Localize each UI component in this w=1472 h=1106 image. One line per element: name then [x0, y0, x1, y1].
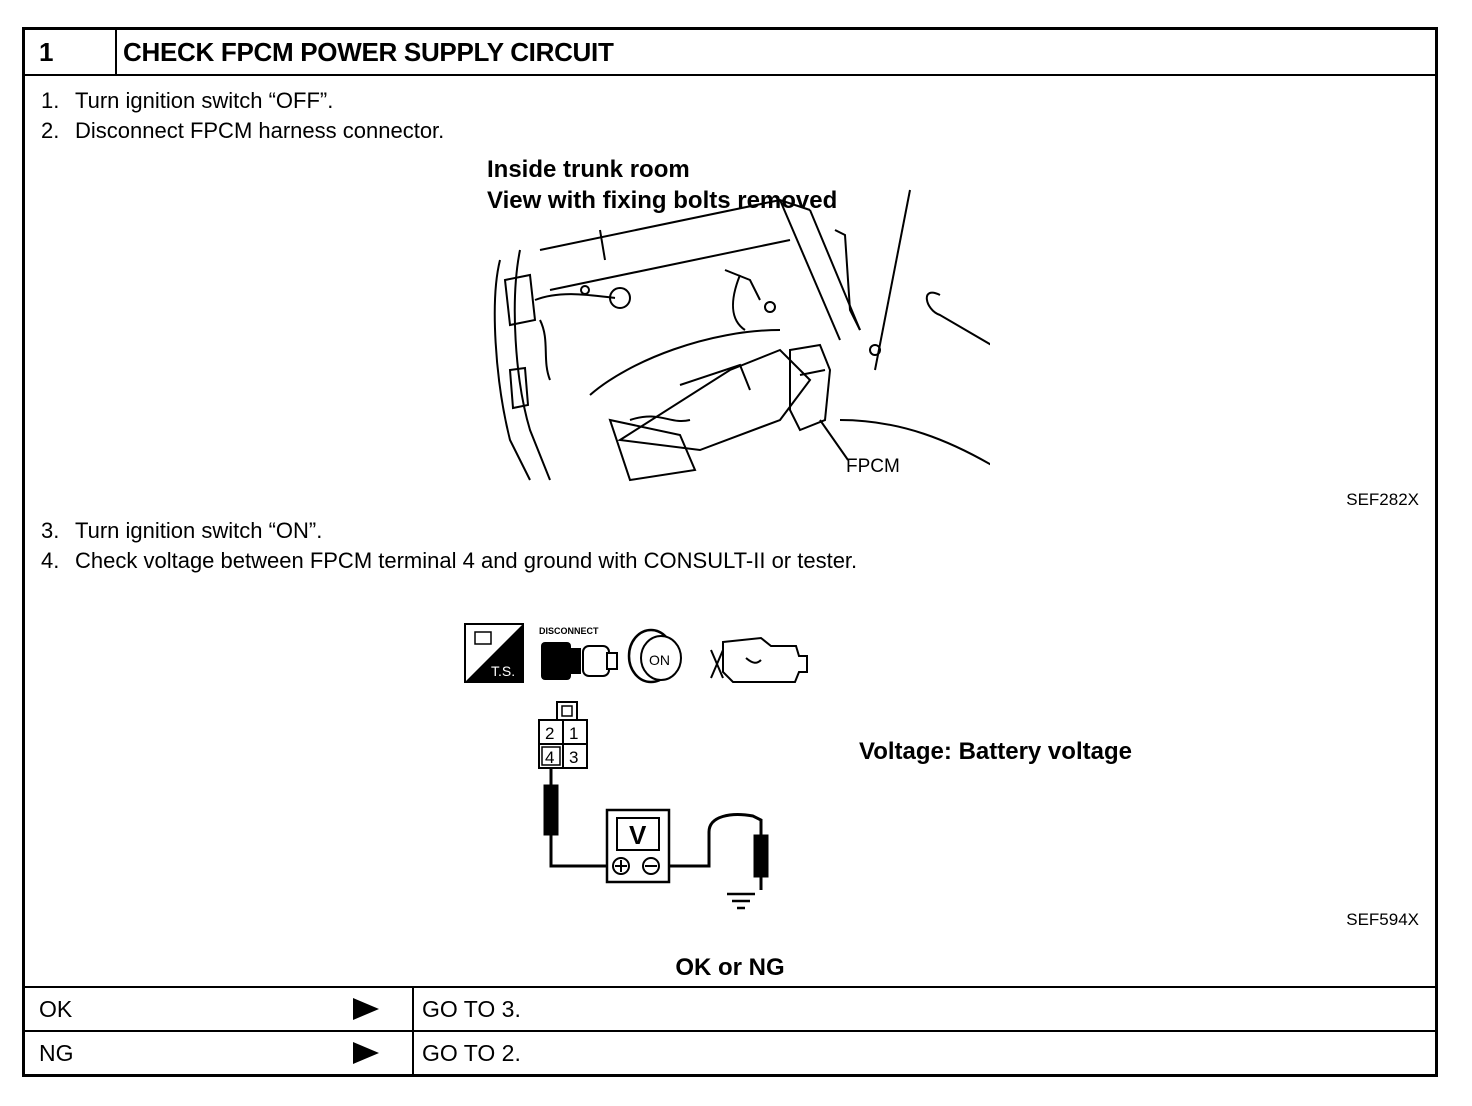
- step-index: 1.: [41, 88, 60, 113]
- decision-row-ng: NG GO TO 2.: [25, 1030, 1435, 1074]
- fpcm-callout: FPCM: [846, 456, 900, 477]
- step-index: 2.: [41, 118, 60, 143]
- figure2-code: SEF594X: [1346, 910, 1419, 929]
- procedure-title: CHECK FPCM POWER SUPPLY CIRCUIT: [123, 37, 614, 67]
- decision-result: GO TO 2.: [412, 1032, 521, 1074]
- disconnect-icon-label: DISCONNECT: [539, 626, 599, 636]
- step-index: 3.: [41, 518, 60, 543]
- figure1-title-line1: Inside trunk room: [487, 156, 690, 183]
- voltage-spec: Voltage: Battery voltage: [859, 738, 1132, 765]
- procedure-frame: 1 CHECK FPCM POWER SUPPLY CIRCUIT 1. Turn…: [22, 27, 1438, 1077]
- arrow-right-icon: [353, 1042, 379, 1064]
- engine-icon: [710, 636, 808, 683]
- voltmeter: V: [605, 808, 671, 884]
- step-text: Turn ignition switch “ON”.: [75, 518, 323, 543]
- ts-icon-label: T.S.: [491, 663, 515, 679]
- fpcm-connector: 2 1 4 3: [538, 701, 588, 769]
- ground-symbol: [727, 892, 755, 910]
- procedure-header: 1 CHECK FPCM POWER SUPPLY CIRCUIT: [25, 30, 1435, 76]
- step-text: Disconnect FPCM harness connector.: [75, 118, 445, 143]
- decision-result: GO TO 3.: [412, 988, 521, 1030]
- trunk-room-illustration: FPCM: [493, 189, 990, 482]
- decision-label: NG: [39, 1040, 74, 1066]
- figure1-code: SEF282X: [1346, 490, 1419, 509]
- step-number: 1: [25, 30, 117, 74]
- test-leads: [543, 768, 769, 890]
- step-text: Turn ignition switch “OFF”.: [75, 88, 334, 113]
- terminal-1: 1: [569, 724, 578, 743]
- ignition-on-icon: ON: [627, 628, 682, 684]
- step-1: 1. Turn ignition switch “OFF”.: [41, 88, 333, 114]
- disconnect-icon: DISCONNECT: [539, 626, 618, 680]
- terminal-3: 3: [569, 748, 578, 767]
- voltage-check-diagram: T.S. DISCONNECT ON: [464, 623, 808, 890]
- terminal-2: 2: [545, 724, 554, 743]
- decision-row-ok: OK GO TO 3.: [25, 986, 1435, 1030]
- decision-label: OK: [39, 996, 73, 1022]
- step-3: 3. Turn ignition switch “ON”.: [41, 518, 322, 544]
- ignition-icon-label: ON: [649, 652, 670, 668]
- ts-icon: T.S.: [464, 623, 524, 683]
- step-index: 4.: [41, 548, 60, 573]
- step-4: 4. Check voltage between FPCM terminal 4 …: [41, 548, 857, 574]
- decision-title: OK or NG: [675, 954, 785, 981]
- meter-label: V: [629, 820, 647, 850]
- terminal-4: 4: [545, 748, 554, 767]
- arrow-right-icon: [353, 998, 379, 1020]
- step-text: Check voltage between FPCM terminal 4 an…: [75, 548, 858, 573]
- step-2: 2. Disconnect FPCM harness connector.: [41, 118, 444, 144]
